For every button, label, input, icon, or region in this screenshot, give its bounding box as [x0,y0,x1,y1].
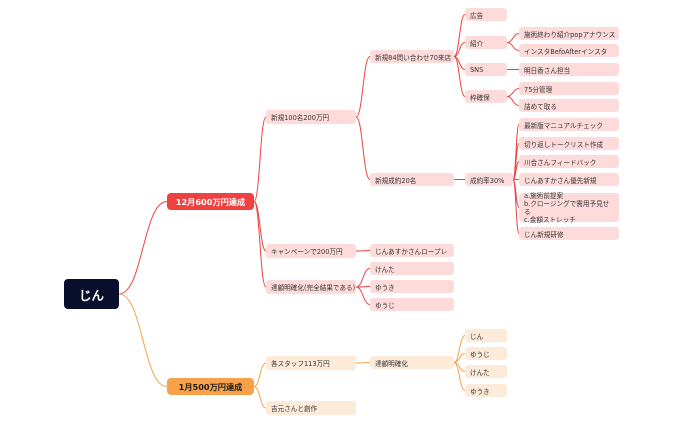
node-slot-item[interactable]: 詰めて取る [519,99,619,112]
connector-line [453,14,466,57]
node-new-100[interactable]: 新規100名200万円 [266,110,356,124]
connector-line [506,88,520,97]
connector-line [355,116,371,180]
node-new-inquiry[interactable]: 新規84問い合わせ70来店 [370,50,454,63]
connector-line [355,268,371,288]
node-staff-member[interactable]: ゆうじ [465,347,507,360]
node-advertising[interactable]: 広告 [465,8,507,21]
node-clarify-item[interactable]: ゆうき [370,280,454,293]
node-sns[interactable]: SNS [465,63,507,76]
multiline-text: a.施術前提案 [524,191,564,200]
node-staff-target[interactable]: 各スタッフ113万円 [266,356,356,370]
node-referral-item[interactable]: 施術終わり紹介popアナウンス [519,27,619,40]
connector-line [453,335,466,363]
connector-line [355,250,371,252]
node-rate-item[interactable]: じんあすかさん優先新規 [519,173,619,186]
branch-december-goal[interactable]: 12月600万円達成 [167,193,254,210]
node-staff-member[interactable]: じん [465,329,507,342]
connector-line [512,161,520,180]
connector-line [253,201,267,288]
connector-line [506,96,520,106]
node-creative[interactable]: 吉元さんと創作 [266,401,356,415]
connector-line [253,116,267,202]
connector-line [506,42,520,51]
connector-line [355,56,371,118]
node-rate-item[interactable]: 切り返しトークリスト作成 [519,137,619,150]
node-staff-member[interactable]: けんた [465,365,507,378]
node-new-contracts[interactable]: 新規成約20名 [370,173,454,186]
node-rate-item[interactable]: 最新版マニュアルチェック [519,118,619,131]
node-clarify-item[interactable]: ゆうじ [370,298,454,311]
node-rate-item[interactable]: じん新規研修 [519,227,619,240]
connector-line [512,179,520,234]
connector-line [355,286,371,305]
connector-line [118,293,168,387]
node-staff-member[interactable]: ゆうき [465,384,507,397]
node-referral-item[interactable]: インスタBefoAfterインスタ [519,44,619,57]
connector-line [453,362,466,391]
node-sns-owner[interactable]: 明日香さん担当 [519,63,619,76]
branch-january-goal[interactable]: 1月500万円達成 [167,378,254,395]
multiline-text: b.クロージングで需用予見せる [524,199,610,216]
node-campaign-child[interactable]: じんあすかさんロープレ [370,244,454,257]
node-rate-item[interactable]: 川合さんフィードバック [519,155,619,168]
multiline-text: c.金額ストレッチ [524,215,576,224]
connector-line [506,33,520,43]
node-referral[interactable]: 紹介 [465,36,507,49]
connector-line [355,286,371,288]
node-slot-item[interactable]: 75分管理 [519,82,619,95]
connector-line [253,386,267,409]
connector-line [118,201,168,295]
root-node[interactable]: じん [64,279,119,309]
connector-line [453,56,466,97]
node-campaign[interactable]: キャンペーンで200万円 [266,244,356,258]
node-clarify[interactable]: 達顧明確化(完全結果である) [266,280,356,294]
node-clarify-item[interactable]: けんた [370,262,454,275]
node-staff-clarify[interactable]: 達顧明確化 [370,356,454,369]
connector-line [253,362,267,387]
node-slot-secure[interactable]: 枠確保 [465,90,507,103]
connector-line [453,42,466,57]
node-rate-multiline[interactable]: a.施術前提案 b.クロージングで需用予見せる c.金額ストレッチ [519,191,619,224]
node-contract-rate[interactable]: 成約率30% [465,173,513,186]
connector-line [355,362,371,364]
